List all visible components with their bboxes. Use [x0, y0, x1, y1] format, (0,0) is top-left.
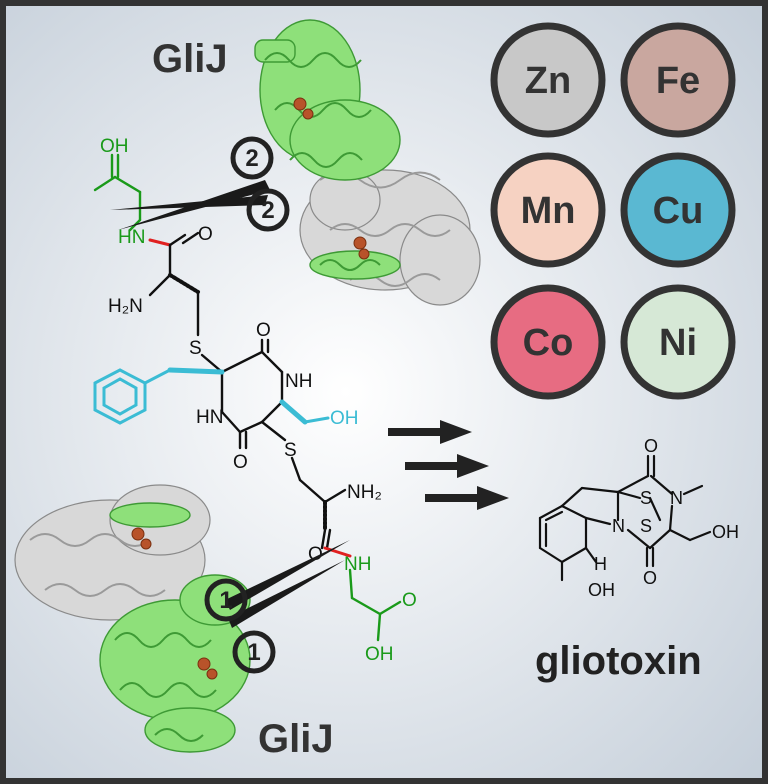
label-oh-top: OH: [100, 136, 129, 157]
metal-grid: Zn Fe Mn Cu Co Ni: [490, 22, 736, 400]
arrow-3: [425, 486, 509, 510]
step-marker-top-2: 2: [246, 188, 290, 232]
protein-bottom: [14, 484, 251, 753]
label-oh-side: OH: [330, 408, 359, 429]
metal-circle: Mn: [490, 152, 606, 268]
label-oh-side: OH: [712, 522, 739, 542]
metal-symbol: Ni: [659, 322, 697, 364]
reaction-arrows: [388, 420, 509, 510]
label-o-top: O: [198, 224, 213, 245]
metal-circle: Ni: [620, 284, 736, 400]
metal-circle: Fe: [620, 22, 736, 138]
protein-top: [254, 19, 481, 306]
step-marker-bottom-2: 1: [232, 630, 276, 674]
label-nh-ring: NH: [285, 371, 312, 392]
metal-symbol: Zn: [525, 60, 571, 102]
step-number: 2: [261, 197, 274, 224]
label-nh-bottom: NH: [344, 554, 371, 575]
label-o-acid: O: [402, 590, 417, 611]
step-number: 2: [245, 145, 258, 172]
label-h: H: [594, 554, 607, 574]
label-o-ring-top: O: [256, 320, 271, 341]
arrow-1: [388, 420, 472, 444]
metal-circle: Co: [490, 284, 606, 400]
scissors-bottom: [225, 540, 350, 628]
metal-symbol: Fe: [656, 60, 700, 102]
product-name: gliotoxin: [535, 639, 702, 683]
metal-circle: Cu: [620, 152, 736, 268]
label-n-methyl: N: [670, 488, 683, 508]
step-number: 1: [219, 587, 232, 614]
enzyme-label-bottom: GliJ: [258, 717, 334, 761]
substrate-structure: [93, 153, 402, 642]
enzyme-label-top: GliJ: [152, 37, 228, 81]
arrow-2: [405, 454, 489, 478]
label-oh-ring: OH: [588, 580, 615, 600]
metal-circle: Zn: [490, 22, 606, 138]
metal-symbol: Co: [523, 322, 574, 364]
metal-symbol: Cu: [653, 190, 704, 232]
label-hn-top: HN: [118, 227, 145, 248]
label-o-top: O: [644, 436, 658, 456]
label-o-ring-bottom: O: [233, 452, 248, 473]
gliotoxin-structure: [538, 454, 712, 582]
metal-symbol: Mn: [521, 190, 576, 232]
label-s1: S: [640, 488, 652, 508]
label-hn-ring: HN: [196, 407, 223, 428]
step-marker-top-1: 2: [230, 136, 274, 180]
step-marker-bottom-1: 1: [204, 578, 248, 622]
label-s2: S: [640, 516, 652, 536]
step-number: 1: [247, 639, 260, 666]
label-h2n: H₂N: [108, 296, 143, 317]
label-oh-acid: OH: [365, 644, 394, 665]
scissors-top: [110, 180, 270, 230]
label-n-ring: N: [612, 516, 625, 536]
label-o-bottom: O: [643, 568, 657, 588]
label-nh2: NH₂: [347, 482, 382, 503]
label-s-left: S: [189, 338, 202, 359]
label-s-right: S: [284, 440, 297, 461]
